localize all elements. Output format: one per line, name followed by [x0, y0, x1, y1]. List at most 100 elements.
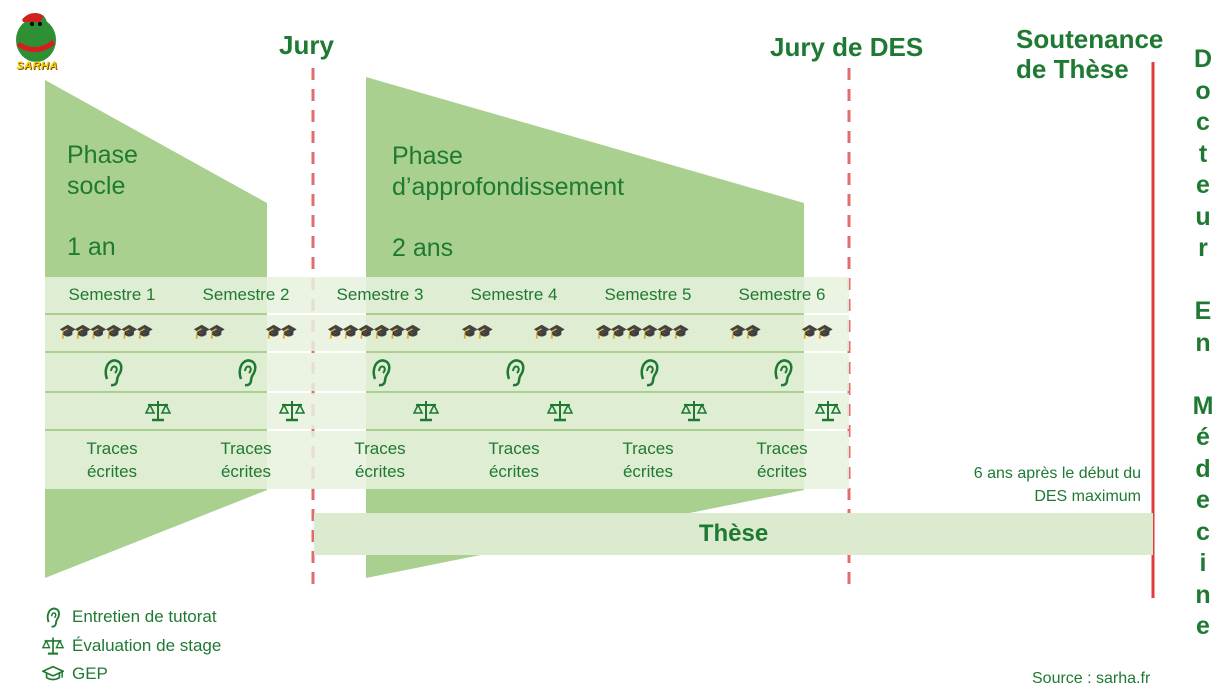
graduation-cap-icon: 🎓🎓: [533, 323, 566, 339]
traces-cell: Traces écrites: [45, 431, 179, 489]
semester-label: Semestre 5: [581, 277, 715, 313]
legend-gep: GEP: [42, 662, 108, 686]
graduation-cap-icon: 🎓🎓: [461, 323, 494, 339]
ear-icon: [774, 359, 793, 387]
traces-cell: Traces écrites: [313, 431, 447, 489]
evaluation-row: [447, 393, 581, 429]
semester-label: Semestre 3: [313, 277, 447, 313]
tutorat-row: [179, 353, 313, 391]
semester-label: Semestre 2: [179, 277, 313, 313]
source-text: Source : sarha.fr: [1032, 670, 1151, 687]
phase-socle-duration: 1 an: [67, 233, 116, 261]
traces-line2: écrites: [622, 462, 674, 481]
traces-cell: Traces écrites: [715, 431, 849, 489]
graduation-cap-icon: 🎓🎓: [801, 323, 834, 339]
tutorat-row: [313, 353, 447, 391]
vertical-title-letter: d: [1195, 454, 1211, 483]
ear-icon: [506, 359, 525, 387]
phase-socle-line2: socle: [67, 172, 126, 200]
tutorat-row: [45, 353, 179, 391]
vertical-title-letter: i: [1199, 549, 1207, 577]
phase-approfondissement-line1: Phase: [392, 142, 463, 170]
legend-gep-label: GEP: [72, 664, 108, 683]
vertical-title-gap: [1186, 359, 1220, 391]
legend-tutorat-label: Entretien de tutorat: [72, 607, 217, 626]
vertical-title-letter: e: [1196, 171, 1210, 199]
graduation-cap-icon: 🎓🎓🎓🎓🎓🎓: [327, 323, 422, 339]
vertical-title-gap: [1186, 265, 1220, 297]
traces-line2: écrites: [220, 462, 272, 481]
gep-row: 🎓🎓🎓🎓🎓🎓: [581, 315, 715, 351]
vertical-title-letter: u: [1195, 202, 1211, 231]
phase-approfondissement-duration: 2 ans: [392, 234, 454, 262]
ear-icon: [372, 359, 391, 387]
tutorat-row: [715, 353, 849, 391]
legend-tutorat: Entretien de tutorat: [42, 605, 217, 629]
traces-line1: Traces: [354, 439, 406, 458]
traces-cell: Traces écrites: [447, 431, 581, 489]
tutorat-row: [447, 353, 581, 391]
semester-column-4: Semestre 4 🎓🎓 🎓🎓 Traces écrites: [447, 277, 581, 489]
note-line2: DES maximum: [1034, 488, 1141, 505]
vertical-title-letter: c: [1196, 108, 1210, 136]
gep-row: 🎓🎓🎓🎓🎓🎓: [313, 315, 447, 351]
vertical-title-letter: e: [1196, 486, 1210, 514]
vertical-title-letter: n: [1195, 328, 1211, 357]
graduation-cap-icon: 🎓🎓🎓🎓🎓🎓: [595, 323, 690, 339]
vertical-title-letter: D: [1193, 45, 1213, 73]
jury-des-title: Jury de DES: [770, 32, 924, 62]
soutenance-line1: Soutenance: [1016, 24, 1164, 54]
jury-title: Jury: [279, 30, 334, 60]
semester-label: Semestre 1: [45, 277, 179, 313]
gep-row: 🎓🎓 🎓🎓: [715, 315, 849, 351]
phase-socle-text: Phase socle 1 an: [67, 140, 138, 263]
traces-line1: Traces: [756, 439, 808, 458]
semester-column-5: Semestre 5 🎓🎓🎓🎓🎓🎓 Traces écrites: [581, 277, 715, 489]
graduation-cap-icon: 🎓🎓: [265, 323, 298, 339]
traces-cell: Traces écrites: [179, 431, 313, 489]
vertical-title-letter: n: [1195, 580, 1211, 609]
scale-icon: [413, 401, 439, 422]
semester-column-1: Semestre 1 🎓🎓🎓🎓🎓🎓 Traces écrites: [45, 277, 179, 489]
soutenance-line2: de Thèse: [1016, 54, 1129, 84]
traces-line1: Traces: [622, 439, 674, 458]
graduation-cap-icon: [42, 665, 64, 681]
sarha-logo-icon: [16, 13, 56, 62]
ear-icon: [238, 359, 257, 387]
vertical-title-letter: E: [1194, 297, 1212, 325]
vertical-title-letter: M: [1192, 391, 1214, 420]
semester-column-2: Semestre 2 🎓🎓 🎓🎓 Traces écrites: [179, 277, 313, 489]
gep-row: 🎓🎓 🎓🎓: [179, 315, 313, 351]
vertical-title-letter: o: [1195, 76, 1211, 105]
semester-column-3: Semestre 3 🎓🎓🎓🎓🎓🎓 Traces écrites: [313, 277, 447, 489]
tutorat-row: [581, 353, 715, 391]
vertical-title-letter: c: [1196, 517, 1210, 546]
graduation-cap-icon: 🎓🎓: [729, 323, 762, 339]
gep-row: 🎓🎓🎓🎓🎓🎓: [45, 315, 179, 351]
legend-evaluation-label: Évaluation de stage: [72, 636, 222, 655]
scale-icon: [547, 401, 573, 422]
scale-icon: [815, 401, 841, 422]
traces-line2: écrites: [86, 462, 138, 481]
max-duration-note: 6 ans après le début du DES maximum: [905, 462, 1141, 508]
semester-column-6: Semestre 6 🎓🎓 🎓🎓 Traces écrites: [715, 277, 849, 489]
evaluation-row: [715, 393, 849, 429]
scale-icon: [681, 401, 707, 422]
logo-text: SARHA: [16, 60, 58, 72]
traces-line1: Traces: [488, 439, 540, 458]
scale-icon: [42, 637, 64, 655]
phase-approfondissement-line2: d’approfondissement: [392, 173, 625, 201]
scale-icon: [279, 401, 305, 422]
semester-label: Semestre 4: [447, 277, 581, 313]
ear-icon: [104, 359, 123, 387]
vertical-title-letter: t: [1198, 139, 1208, 168]
vertical-title-letter: r: [1198, 234, 1208, 262]
legend-evaluation: Évaluation de stage: [42, 634, 221, 658]
evaluation-row: [45, 393, 179, 429]
evaluation-row: [313, 393, 447, 429]
traces-cell: Traces écrites: [581, 431, 715, 489]
phase-socle-line1: Phase: [67, 141, 138, 169]
soutenance-title: Soutenance de Thèse: [1016, 24, 1163, 84]
